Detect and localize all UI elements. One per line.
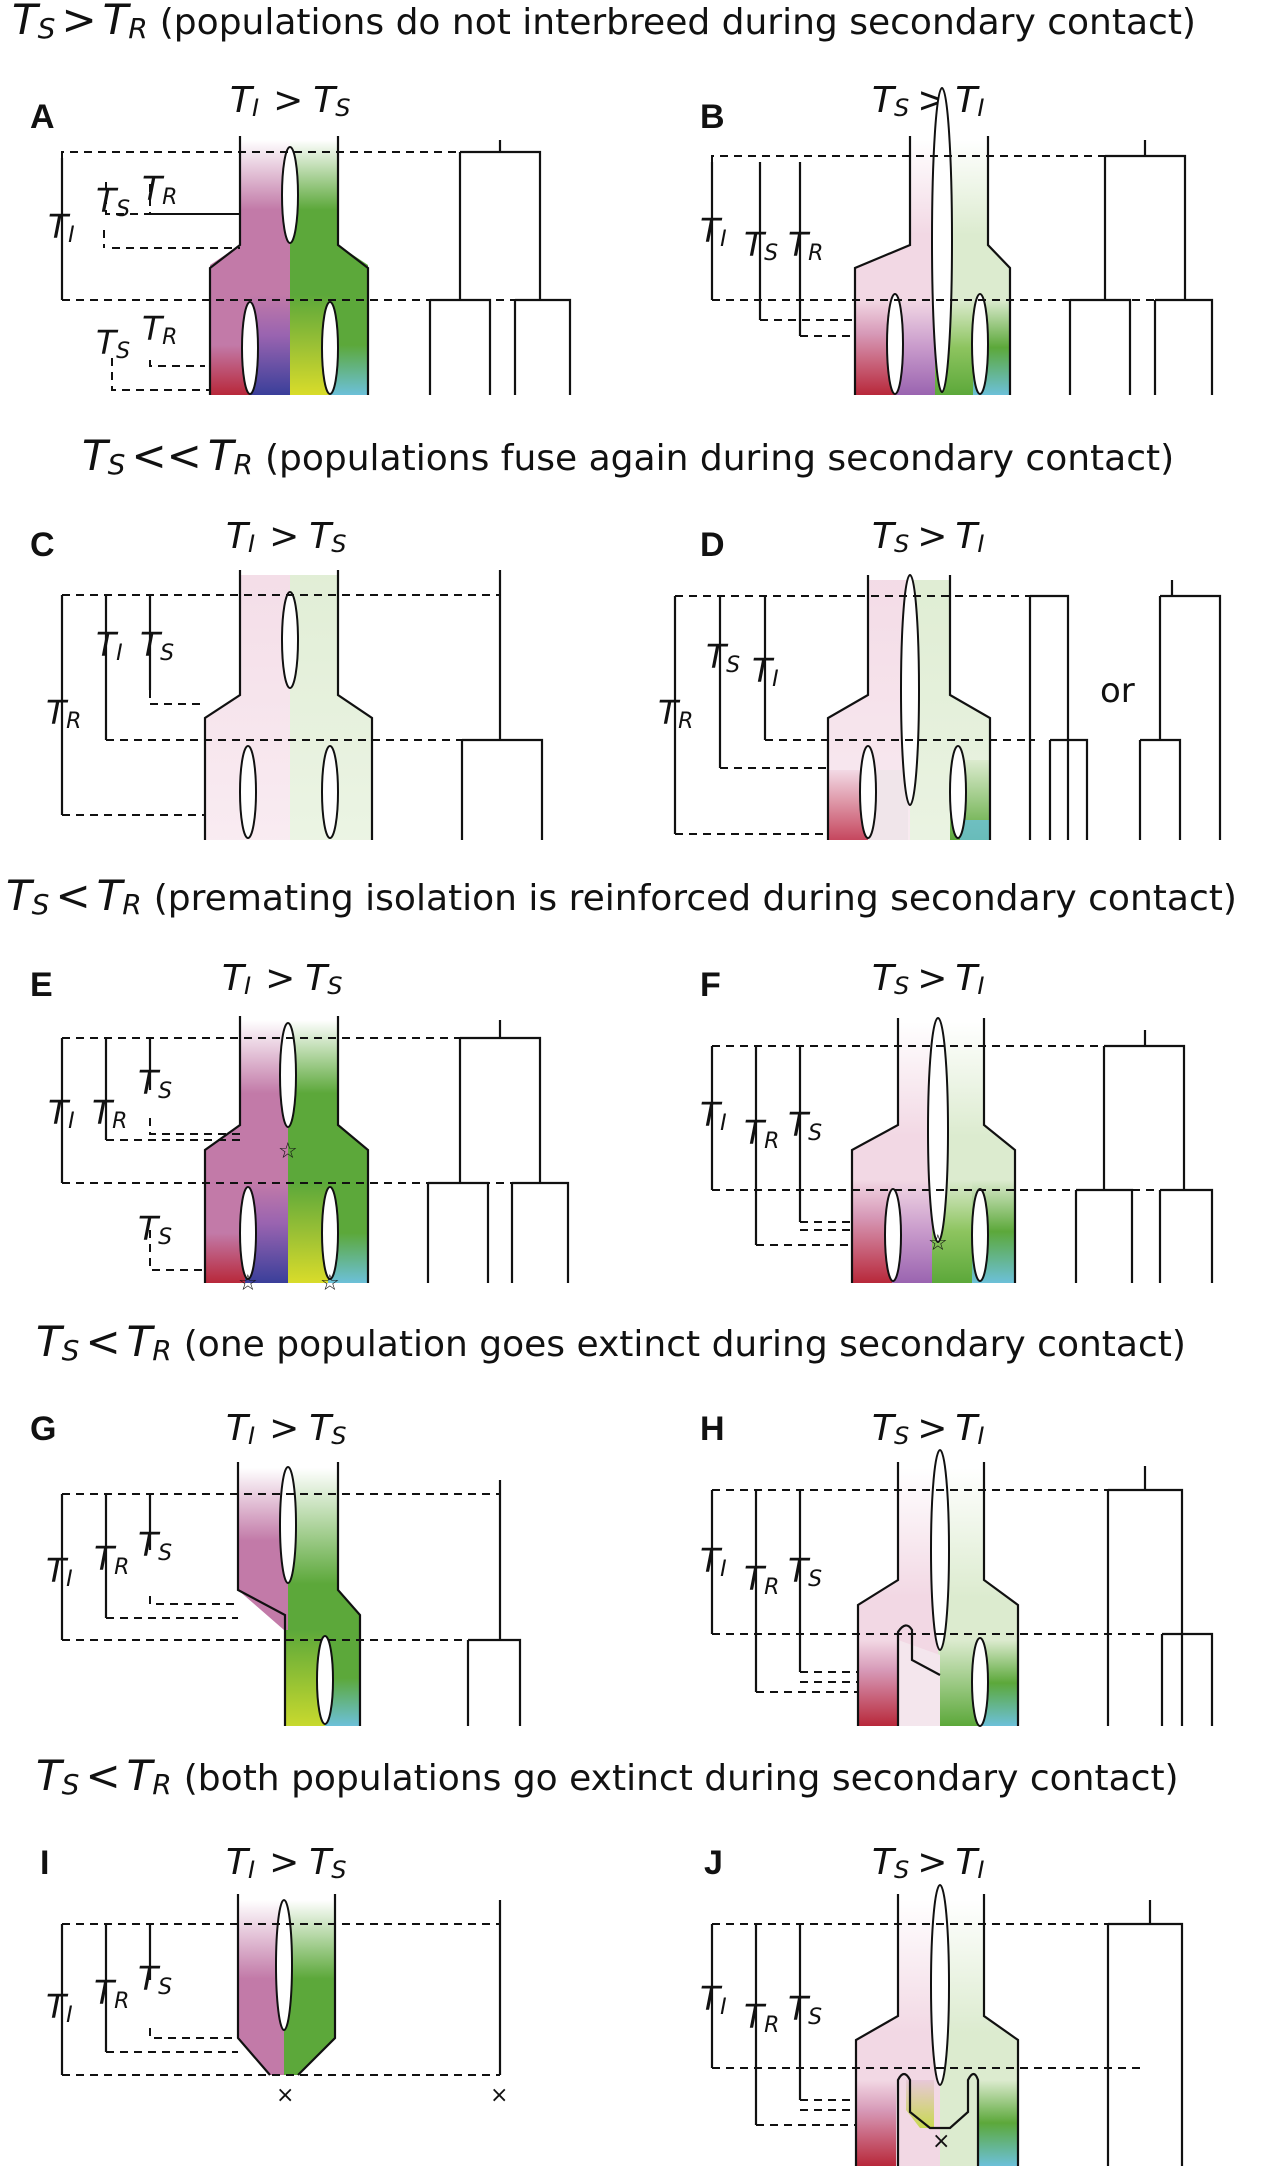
panel-d: or TR TS TI bbox=[658, 574, 1222, 840]
extinction-mark: × bbox=[490, 2083, 508, 2108]
svg-text:TS: TS bbox=[788, 1105, 822, 1146]
section-title-3: TS<TR(premating isolation is reinforced … bbox=[6, 871, 1237, 921]
panel-j: × TI TR TS bbox=[700, 1884, 1184, 2166]
svg-text:TS<TR(one population goes exti: TS<TR(one population goes extinct during… bbox=[36, 1317, 1186, 1367]
panel-g-header: TI>TS bbox=[226, 1408, 346, 1450]
svg-text:TI: TI bbox=[46, 1551, 73, 1592]
panel-label-h: H bbox=[700, 1410, 725, 1448]
svg-text:TI: TI bbox=[96, 625, 123, 666]
panel-g: TI TR TS bbox=[46, 1462, 522, 1726]
panel-e: ☆ ☆ ☆ TI TR TS TS bbox=[48, 1016, 570, 1296]
panel-label-j: J bbox=[704, 1844, 723, 1882]
svg-text:TR: TR bbox=[744, 1997, 779, 2038]
svg-text:TI: TI bbox=[700, 1095, 727, 1136]
panel-c-header: TI>TS bbox=[226, 516, 346, 558]
extinction-mark: × bbox=[932, 2129, 950, 2154]
svg-text:TR: TR bbox=[142, 169, 177, 210]
svg-text:TS: TS bbox=[140, 625, 174, 666]
section-title-4: TS<TR(one population goes extinct during… bbox=[36, 1317, 1186, 1367]
svg-text:TS: TS bbox=[788, 1551, 822, 1592]
svg-text:TR: TR bbox=[92, 1093, 127, 1134]
svg-text:TS<<TR(populations fuse again: TS<<TR(populations fuse again during sec… bbox=[82, 431, 1174, 481]
panel-i: × × TI TR TS bbox=[46, 1894, 508, 2108]
reinforcement-star: ☆ bbox=[928, 1231, 948, 1256]
svg-text:TS>TI: TS>TI bbox=[872, 1408, 984, 1450]
section-title-5: TS<TR(both populations go extinct during… bbox=[36, 1751, 1179, 1801]
panel-label-f: F bbox=[700, 966, 721, 1004]
svg-text:TR: TR bbox=[94, 1973, 129, 2014]
svg-text:TS: TS bbox=[788, 1989, 822, 2030]
svg-text:TI: TI bbox=[46, 1987, 73, 2028]
svg-text:TR: TR bbox=[658, 693, 693, 734]
panel-label-d: D bbox=[700, 526, 725, 564]
panel-b-header: TS>TI bbox=[872, 80, 984, 122]
svg-text:TS: TS bbox=[96, 323, 130, 364]
svg-text:TS: TS bbox=[138, 1209, 172, 1250]
svg-text:TS>TI: TS>TI bbox=[872, 516, 984, 558]
svg-text:TS>TI: TS>TI bbox=[872, 80, 984, 122]
svg-text:TI: TI bbox=[752, 651, 779, 692]
svg-text:TR: TR bbox=[46, 693, 81, 734]
panel-f-header: TS>TI bbox=[872, 958, 984, 1000]
reinforcement-star: ☆ bbox=[278, 1139, 298, 1164]
population-green-upper bbox=[290, 140, 368, 295]
svg-text:TR: TR bbox=[142, 309, 177, 350]
panel-label-a: A bbox=[30, 98, 55, 136]
panel-d-header: TS>TI bbox=[872, 516, 984, 558]
svg-text:TS: TS bbox=[138, 1959, 172, 2000]
section-title-1: TS>TR(populations do not interbreed duri… bbox=[12, 0, 1196, 45]
svg-text:TS: TS bbox=[138, 1063, 172, 1104]
panel-a: TI TS TR TS TR bbox=[48, 136, 572, 395]
svg-text:TS>TR(populations do not inter: TS>TR(populations do not interbreed duri… bbox=[12, 0, 1196, 45]
panel-label-e: E bbox=[30, 966, 53, 1004]
svg-text:TI>TS: TI>TS bbox=[226, 516, 346, 558]
svg-text:TS<TR(premating isolation is r: TS<TR(premating isolation is reinforced … bbox=[6, 871, 1237, 921]
svg-text:TI: TI bbox=[48, 207, 75, 248]
svg-text:TI: TI bbox=[700, 1541, 727, 1582]
panel-f: ☆ TI TR TS bbox=[700, 1017, 1214, 1283]
svg-text:TI>TS: TI>TS bbox=[230, 80, 350, 122]
panel-i-header: TI>TS bbox=[226, 1842, 346, 1884]
panel-b: TI TS TR bbox=[700, 87, 1214, 395]
svg-text:TR: TR bbox=[788, 225, 823, 266]
panel-label-c: C bbox=[30, 526, 55, 564]
svg-text:TI>TS: TI>TS bbox=[222, 958, 342, 1000]
extinction-mark: × bbox=[276, 2083, 294, 2108]
svg-text:TR: TR bbox=[94, 1539, 129, 1580]
panel-label-b: B bbox=[700, 98, 725, 136]
svg-text:TS<TR(both populations go exti: TS<TR(both populations go extinct during… bbox=[36, 1751, 1179, 1801]
panel-a-header: TI>TS bbox=[230, 80, 350, 122]
svg-text:TI: TI bbox=[700, 211, 727, 252]
svg-text:TS: TS bbox=[744, 225, 778, 266]
panel-h-header: TS>TI bbox=[872, 1408, 984, 1450]
svg-text:TI: TI bbox=[700, 1979, 727, 2020]
svg-text:TS: TS bbox=[706, 637, 740, 678]
svg-text:TI: TI bbox=[48, 1093, 75, 1134]
panel-label-g: G bbox=[30, 1410, 56, 1448]
population-magenta-upper bbox=[210, 140, 290, 295]
svg-text:TI>TS: TI>TS bbox=[226, 1842, 346, 1884]
svg-text:TI>TS: TI>TS bbox=[226, 1408, 346, 1450]
reinforcement-star: ☆ bbox=[320, 1271, 340, 1296]
section-title-2: TS<<TR(populations fuse again during sec… bbox=[82, 431, 1174, 481]
svg-text:TS: TS bbox=[138, 1525, 172, 1566]
panel-c: TR TI TS bbox=[46, 570, 544, 840]
svg-text:TR: TR bbox=[744, 1113, 779, 1154]
panel-h: TI TR TS bbox=[700, 1449, 1214, 1727]
svg-text:TS>TI: TS>TI bbox=[872, 1842, 984, 1884]
svg-text:TR: TR bbox=[744, 1559, 779, 1600]
panel-e-header: TI>TS bbox=[222, 958, 342, 1000]
or-label: or bbox=[1100, 671, 1135, 711]
svg-text:TS>TI: TS>TI bbox=[872, 958, 984, 1000]
reinforcement-star: ☆ bbox=[238, 1271, 258, 1296]
panel-j-header: TS>TI bbox=[872, 1842, 984, 1884]
svg-text:TS: TS bbox=[96, 181, 130, 222]
panel-label-i: I bbox=[40, 1844, 49, 1882]
